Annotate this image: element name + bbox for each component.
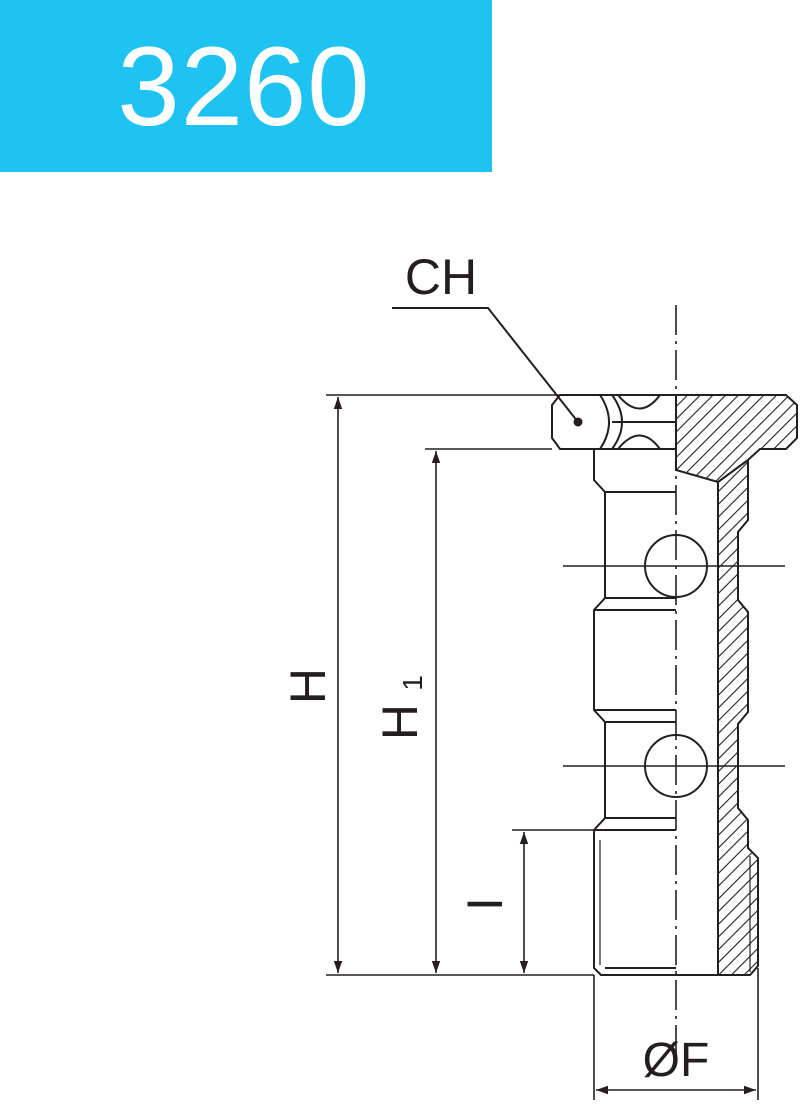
- label-h1-subscript: 1: [397, 675, 428, 691]
- product-code-banner: 3260: [0, 0, 492, 172]
- dimension-i: [512, 829, 594, 973]
- product-code: 3260: [117, 23, 371, 149]
- label-h1: H: [372, 704, 428, 740]
- dimension-h1: [425, 448, 552, 973]
- body-wall-section: [717, 458, 759, 976]
- ch-leader-line: [392, 307, 579, 423]
- label-i: I: [457, 897, 513, 911]
- label-ch: CH: [405, 249, 477, 305]
- hex-head: [551, 394, 676, 450]
- dimension-h: [326, 394, 594, 976]
- label-of: ØF: [643, 1034, 710, 1087]
- dimension-of: [593, 968, 759, 1100]
- label-h: H: [280, 668, 336, 704]
- body-outline: [593, 449, 718, 976]
- head-section: [675, 394, 798, 484]
